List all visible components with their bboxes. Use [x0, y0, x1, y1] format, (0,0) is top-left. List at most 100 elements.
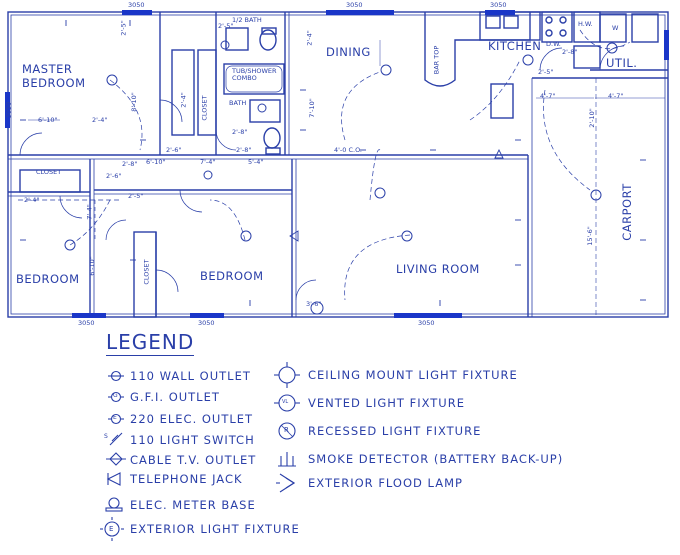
dimension: 2'-4"	[24, 196, 40, 204]
window-top-kitchen	[485, 10, 515, 15]
legend-item-flood-lamp: EXTERIOR FLOOD LAMP	[308, 476, 463, 490]
symbol-letter-recessed: R	[284, 426, 289, 434]
symbol-letter-gfi: G	[113, 392, 118, 399]
dimension: 2'-5"	[218, 22, 234, 30]
gfi-outlet-icon	[108, 391, 124, 403]
room-label-util: UTIL.	[606, 56, 638, 70]
room-label-dining: DINING	[326, 45, 371, 59]
telephone-jack-icon	[106, 472, 121, 486]
label-bar-top: BAR TOP	[432, 45, 441, 75]
legend-item-meter-base: ELEC. METER BASE	[130, 498, 256, 512]
dimension: 2'-5"	[119, 20, 128, 36]
window-bottom-bed-right	[190, 313, 224, 318]
dimension: 2'-10"	[587, 108, 596, 128]
legend-item-recessed-light: RECESSED LIGHT FIXTURE	[308, 424, 482, 438]
window-tag: 3050	[78, 319, 95, 327]
dimension: 6'-10"	[146, 158, 166, 166]
legend-item-cable-tv: CABLE T.V. OUTLET	[130, 453, 257, 467]
wall-outlet-icon	[108, 370, 124, 382]
window-top-dining	[326, 10, 394, 15]
room-label-carport: CARPORT	[619, 183, 634, 241]
window-tag: 3050	[490, 1, 507, 9]
ceiling-light-icon	[274, 362, 300, 388]
label-tub-line1: TUB/SHOWER	[232, 67, 277, 75]
window-tag: 3050	[418, 319, 435, 327]
dimension: 3'-6"	[306, 300, 322, 308]
symbol-letter-vented: VL	[282, 399, 289, 405]
dimension: 7'-4"	[200, 158, 216, 166]
dimension: 2'-8"	[562, 48, 578, 56]
window-tag: 3050	[198, 319, 215, 327]
symbol-letter-220: E	[113, 414, 117, 421]
dimension: 2'-8"	[122, 160, 138, 168]
window-tag: 3050	[128, 1, 145, 9]
label-bath: BATH	[229, 99, 247, 107]
label-half-bath: 1/2 BATH	[232, 16, 262, 24]
dimension: 2'-8"	[232, 128, 248, 136]
window-bottom-bed-left	[72, 313, 106, 318]
dimension: 4'-0 C.O.	[334, 146, 362, 154]
meter-base-icon	[105, 497, 123, 512]
label-dw: D.W.	[546, 40, 561, 48]
legend-item-light-switch: 110 LIGHT SWITCH	[130, 433, 255, 447]
tub-shower	[223, 63, 285, 95]
dimension: 2'-6"	[106, 172, 122, 180]
smoke-detector-icon	[278, 452, 296, 467]
label-closet-left: CLOSET	[36, 168, 62, 176]
room-label-bedroom-right: BEDROOM	[200, 269, 264, 283]
symbol-letter-ext: E	[109, 525, 114, 533]
legend-item-wall-outlet: 110 WALL OUTLET	[130, 369, 251, 383]
recessed-light-icon	[278, 422, 296, 440]
dimension: 6'-10"	[38, 116, 58, 124]
dimension: 2'-6"	[166, 146, 182, 154]
dimension: 5'-4"	[248, 158, 264, 166]
legend-item-exterior-light: EXTERIOR LIGHT FIXTURE	[130, 522, 300, 536]
dimension: 7'-10"	[307, 98, 316, 118]
220-outlet-icon	[108, 413, 124, 425]
dimension: 15'-6"	[585, 226, 594, 246]
label-hw: H.W.	[578, 20, 593, 28]
window-right-util	[664, 30, 669, 60]
dimension: 4'-7"	[540, 92, 556, 100]
window-left-master	[5, 92, 10, 128]
dimension: 7'-4"	[85, 204, 94, 220]
room-label-master-line2: BEDROOM	[22, 76, 86, 90]
room-label-master-bedroom: MASTER BEDROOM	[22, 62, 86, 90]
window-top-master	[122, 10, 152, 15]
exterior-light-icon	[100, 517, 124, 541]
label-tub-shower: TUB/SHOWER COMBO	[232, 68, 277, 82]
legend-item-gfi-outlet: G.F.I. OUTLET	[130, 390, 220, 404]
label-tub-line2: COMBO	[232, 74, 257, 82]
room-label-kitchen: KITCHEN	[488, 39, 542, 53]
window-tag: 3050	[4, 101, 13, 119]
legend-title: LEGEND	[106, 330, 195, 356]
vented-light-icon	[274, 394, 300, 412]
window-bottom-living	[394, 313, 462, 318]
legend-item-ceiling-light: CEILING MOUNT LIGHT FIXTURE	[308, 368, 518, 382]
dimension: 2'-5"	[538, 68, 554, 76]
dimension: 2'-4"	[92, 116, 108, 124]
label-closet-right: CLOSET	[142, 259, 151, 285]
dimension: 2'-5"	[128, 192, 144, 200]
room-label-living-room: LIVING ROOM	[396, 262, 480, 276]
dimension: 4'-7"	[608, 92, 624, 100]
light-switch-icon	[109, 432, 123, 446]
dimension: 6'-10"	[87, 256, 96, 276]
window-tag: 3050	[346, 1, 363, 9]
flood-lamp-icon	[276, 473, 296, 493]
cable-tv-outlet-icon	[106, 452, 126, 466]
legend-item-vented-light: VENTED LIGHT FIXTURE	[308, 396, 465, 410]
legend-item-220-outlet: 220 ELEC. OUTLET	[130, 412, 254, 426]
room-label-master-line1: MASTER	[22, 62, 73, 76]
hw-unit	[573, 45, 601, 69]
dimension: 8'-10"	[129, 92, 138, 112]
dimension: 2'-8"	[236, 146, 252, 154]
label-w: W	[612, 24, 619, 32]
dimension: 2'-4"	[305, 30, 314, 46]
legend-item-smoke-detector: SMOKE DETECTOR (BATTERY BACK-UP)	[308, 452, 564, 466]
symbol-letter-switch: S	[104, 433, 108, 440]
legend-item-telephone-jack: TELEPHONE JACK	[130, 472, 243, 486]
label-closet-master: CLOSET	[200, 95, 209, 121]
room-label-bedroom-left: BEDROOM	[16, 272, 80, 286]
